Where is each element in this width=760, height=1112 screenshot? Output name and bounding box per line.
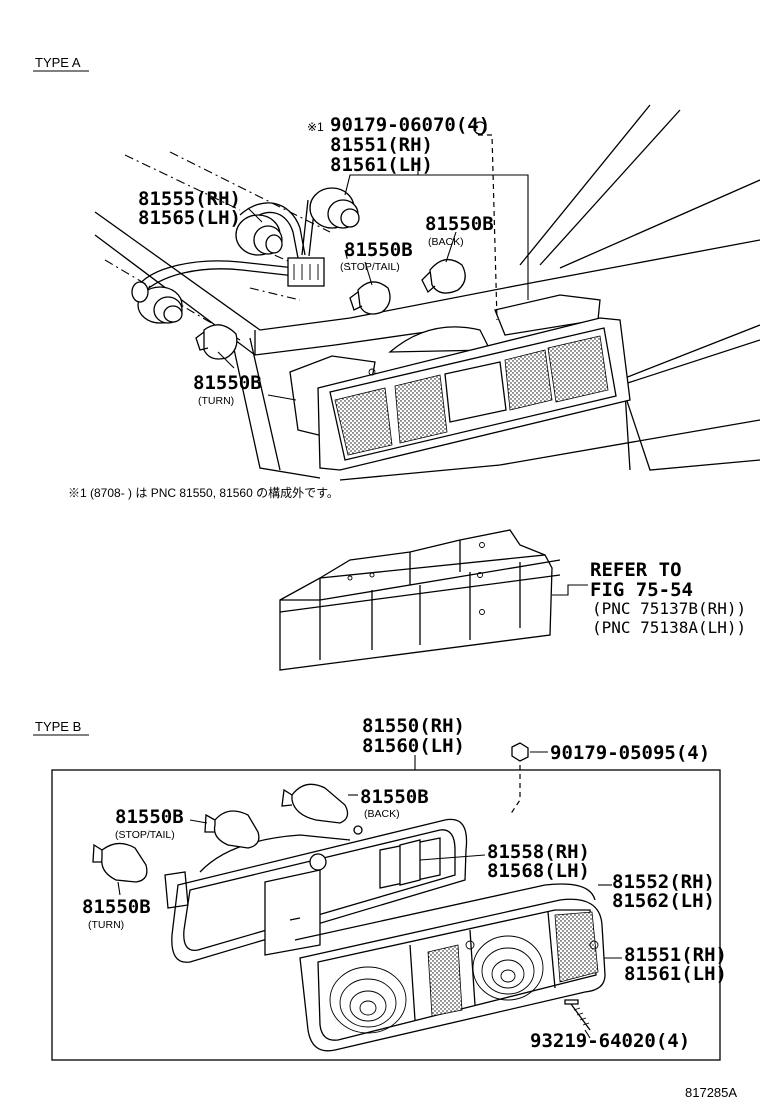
bulb-icon (203, 324, 238, 360)
type-b-frame (51, 769, 721, 1061)
callout-81552-rh: 81552(RH) (612, 871, 715, 893)
bulb-icon (101, 842, 148, 883)
footnote: ※1 (8708- ) は PNC 81550, 81560 の構成外です。 (68, 486, 339, 500)
callout-81550b-stop: 81550B (344, 239, 413, 261)
lamp-lens-b (299, 898, 606, 1052)
callout-turn-sub: (TURN) (198, 395, 234, 407)
lamp-housing-b (164, 818, 468, 963)
connector-icon (287, 257, 325, 287)
callout-back-sub-b: (BACK) (364, 808, 400, 820)
callout-81550b-back-b: 81550B (360, 786, 429, 808)
bulb-icon (357, 281, 391, 315)
refer-fig-label: FIG 75-54 (590, 579, 693, 601)
callout-81551-rh: 81551(RH) (330, 134, 433, 156)
type-a-section: TYPE A (33, 55, 760, 500)
bulb-stop-b (204, 810, 260, 849)
callout-81550b-back: 81550B (425, 213, 494, 235)
callout-back-sub: (BACK) (428, 236, 464, 248)
refer-pnc-rh: (PNC 75137B(RH)) (592, 599, 746, 618)
bulb-turn-a (195, 324, 238, 360)
bulb-icon (213, 810, 260, 849)
screw-marker: ※1 (307, 120, 324, 134)
callout-90179-06070: 90179-06070(4) (330, 114, 490, 136)
callout-81551-rh-b: 81551(RH) (624, 944, 727, 966)
gasket-b (294, 883, 596, 941)
callout-81568-lh: 81568(LH) (487, 860, 590, 882)
callout-81561-lh-b: 81561(LH) (624, 963, 727, 985)
refer-pnc-lh: (PNC 75138A(LH)) (592, 618, 746, 637)
callout-81555-rh: 81555(RH) (138, 188, 241, 210)
screw-icon (473, 121, 487, 135)
bulb-turn-b (92, 842, 148, 883)
callout-81560-lh: 81560(LH) (362, 735, 465, 757)
lens-swirl-left (329, 966, 407, 1034)
callout-81565-lh: 81565(LH) (138, 207, 241, 229)
callout-81550b-turn-b: 81550B (82, 896, 151, 918)
bulb-icon (291, 783, 349, 824)
callout-90179-05095: 90179-05095(4) (550, 742, 710, 764)
bulb-back-a (421, 258, 466, 294)
callout-81562-lh: 81562(LH) (612, 890, 715, 912)
callout-81558-rh: 81558(RH) (487, 841, 590, 863)
callout-93219-64020: 93219-64020(4) (530, 1030, 690, 1052)
callout-stop-sub-b: (STOP/TAIL) (115, 829, 175, 841)
type-b-label: TYPE B (35, 719, 81, 734)
screw-icon (564, 999, 591, 1031)
type-a-label: TYPE A (35, 55, 81, 70)
nut-icon (511, 742, 529, 762)
refer-to-label: REFER TO (590, 559, 682, 581)
lens-swirl-right (472, 935, 544, 1001)
callout-81561-lh: 81561(LH) (330, 154, 433, 176)
callout-turn-sub-b: (TURN) (88, 919, 124, 931)
bracket-body (279, 554, 553, 671)
callout-81550b-stop-b: 81550B (115, 806, 184, 828)
rear-lamp-a (289, 294, 631, 471)
callout-81550-rh: 81550(RH) (362, 715, 465, 737)
bracket-section: REFER TO FIG 75-54 (PNC 75137B(RH)) (PNC… (279, 529, 746, 671)
callout-stop-sub: (STOP/TAIL) (340, 261, 400, 273)
bulb-back-b (281, 783, 349, 824)
figure-id: 817285A (685, 1085, 737, 1100)
type-b-section: TYPE B (33, 715, 727, 1061)
bulb-icon (429, 258, 466, 294)
socket-harness-a (131, 187, 360, 324)
bulb-stop-a (349, 281, 391, 315)
callout-81550b-turn: 81550B (193, 372, 262, 394)
